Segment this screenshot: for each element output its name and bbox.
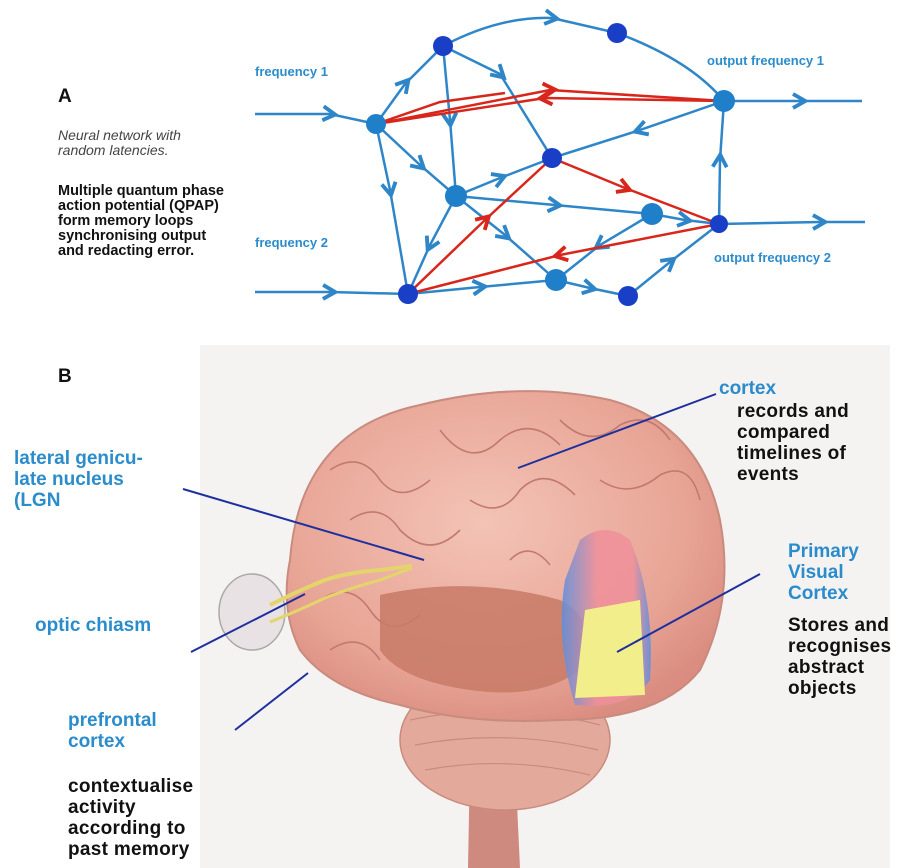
- visual-desc-line: abstract: [788, 657, 891, 678]
- cortex-desc-line: compared: [737, 422, 849, 443]
- lgn-title-line: late nucleus: [14, 469, 143, 490]
- primary-visual-cortex-title: Primary Visual Cortex: [788, 541, 859, 604]
- lgn-title-line: lateral genicu-: [14, 448, 143, 469]
- visual-desc-line: recognises: [788, 636, 891, 657]
- cortex-title: cortex: [719, 378, 776, 399]
- lgn-title: lateral genicu- late nucleus (LGN: [14, 448, 143, 511]
- eyeball: [219, 574, 285, 650]
- prefrontal-desc-line: activity: [68, 797, 193, 818]
- visual-title-line: Cortex: [788, 583, 859, 604]
- optic-chiasm-title: optic chiasm: [35, 615, 151, 636]
- prefrontal-desc-line: according to: [68, 818, 193, 839]
- prefrontal-title-line: cortex: [68, 731, 157, 752]
- visual-title-line: Primary: [788, 541, 859, 562]
- visual-title-line: Visual: [788, 562, 859, 583]
- visual-desc-line: objects: [788, 678, 891, 699]
- primary-visual-cortex-description: Stores and recognises abstract objects: [788, 615, 891, 699]
- cortex-desc-line: events: [737, 464, 849, 485]
- cortex-description: records and compared timelines of events: [737, 401, 849, 485]
- cortex-desc-line: records and: [737, 401, 849, 422]
- prefrontal-cortex-title: prefrontal cortex: [68, 710, 157, 752]
- prefrontal-cortex-description: contextualise activity according to past…: [68, 776, 193, 860]
- cortex-desc-line: timelines of: [737, 443, 849, 464]
- prefrontal-desc-line: contextualise: [68, 776, 193, 797]
- prefrontal-title-line: prefrontal: [68, 710, 157, 731]
- prefrontal-desc-line: past memory: [68, 839, 193, 860]
- primary-visual-cortex-area: [575, 600, 645, 698]
- lgn-title-line: (LGN: [14, 490, 143, 511]
- visual-desc-line: Stores and: [788, 615, 891, 636]
